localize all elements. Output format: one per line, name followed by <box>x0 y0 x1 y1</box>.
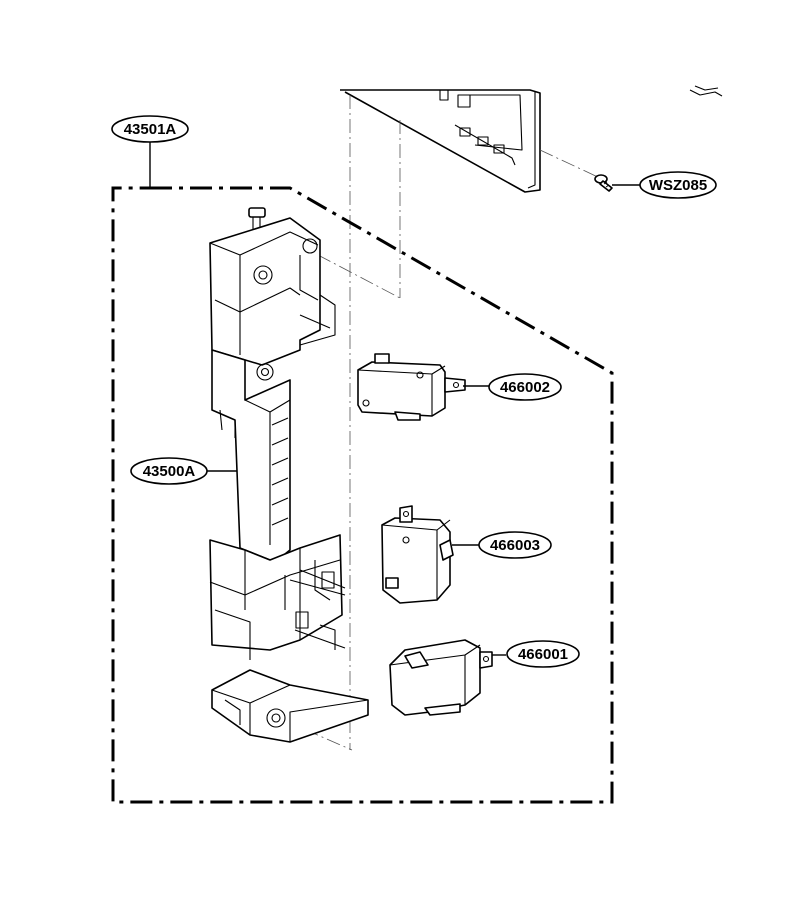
frame-ribs <box>271 417 289 526</box>
callout-466002: 466002 <box>463 373 562 401</box>
assembly-boundary <box>111 186 614 804</box>
screw-wsz085 <box>594 174 613 192</box>
switch-466002 <box>357 353 466 421</box>
switch-466003 <box>381 505 454 604</box>
callout-466001-label: 466001 <box>518 646 568 663</box>
upper-panel <box>340 85 723 193</box>
callout-43501a-label: 43501A <box>124 121 177 138</box>
callout-466002-label: 466002 <box>500 379 550 396</box>
callout-wsz085: WSZ085 <box>612 171 717 199</box>
switch-frame-43500a <box>209 207 369 743</box>
callout-466003-label: 466003 <box>490 537 540 554</box>
callout-43500a: 43500A <box>130 457 237 485</box>
switch-466001 <box>389 639 493 716</box>
callout-466001: 466001 <box>492 640 580 668</box>
callout-wsz085-label: WSZ085 <box>649 177 707 194</box>
callout-43500a-label: 43500A <box>143 463 196 480</box>
callout-466003: 466003 <box>452 531 552 559</box>
callout-43501a: 43501A <box>111 115 189 188</box>
